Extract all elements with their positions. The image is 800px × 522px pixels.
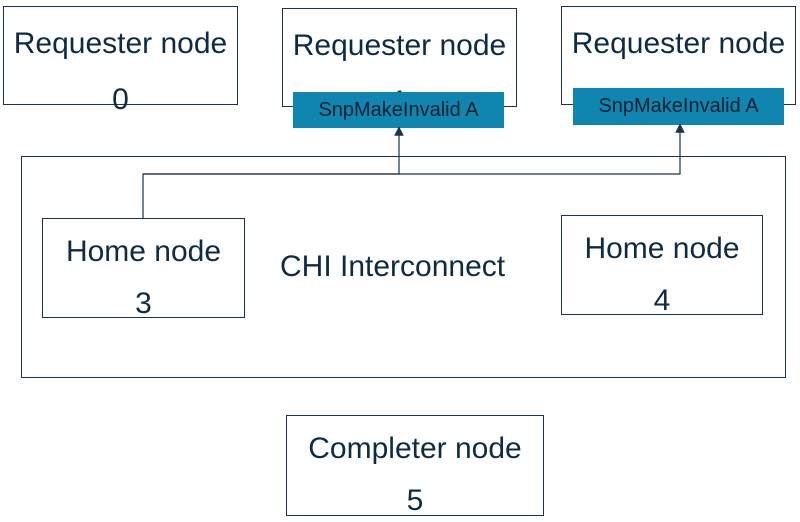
requester-node-0-id: 0 [112,83,129,116]
arrow-to-requester-2 [143,123,685,175]
requester-node-1: Requester node 1 [282,8,517,118]
home-node-3: Home node 3 [42,218,245,320]
home-node-3-title: Home node [65,235,222,268]
completer-node-5-title: Completer node [308,432,522,465]
home-node-3-id: 3 [135,287,152,320]
completer-node-5: Completer node 5 [286,415,544,517]
completer-node-5-id: 5 [406,484,424,517]
requester-node-0: Requester node 0 [3,6,238,116]
chi-interconnect-box [21,156,786,378]
requester-node-2-title: Requester node [571,27,786,60]
home-node-4: Home node 4 [561,215,763,317]
chi-interconnect-label: CHI Interconnect [280,250,506,283]
home-node-4-id: 4 [653,284,671,317]
home-node-4-title: Home node [584,232,740,265]
requester-node-0-title: Requester node [13,27,228,60]
requester-node-1-title: Requester node [292,29,507,62]
message-badge-requester-2: SnpMakeInvalid A [573,88,784,125]
message-badge-requester-1: SnpMakeInvalid A [293,92,504,128]
